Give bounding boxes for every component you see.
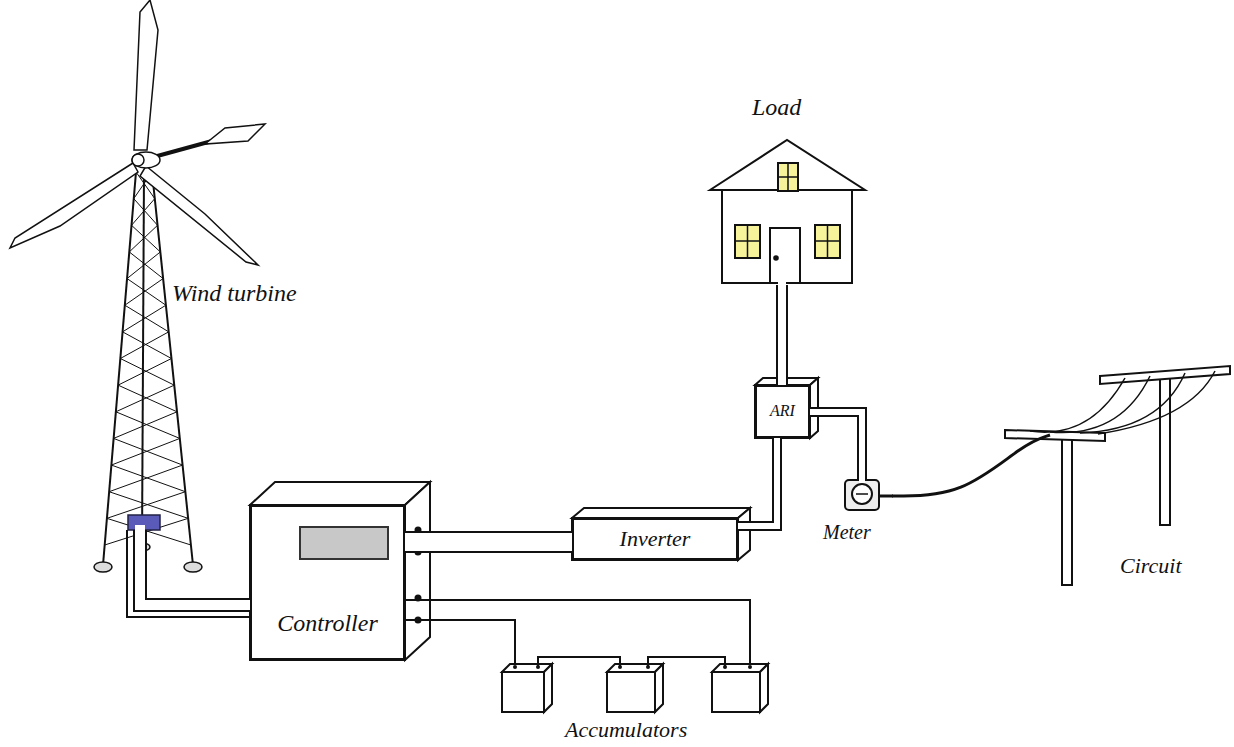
utility-poles [1005,366,1230,585]
ari-housing [755,378,818,438]
wire-gap [738,438,777,526]
tower-lattice [105,172,191,545]
lattice-strut [134,199,158,226]
lattice-strut [127,279,166,306]
lattice-strut [120,359,174,386]
wire-line [140,530,250,605]
lattice-strut [111,438,179,465]
inverter-housing [572,508,750,560]
inverter-box: Inverter [572,518,738,560]
wire-line [776,285,788,385]
wire-gap [405,533,572,551]
node-label: Meter [823,521,871,544]
wire-line [810,412,862,480]
battery-drawing [502,657,768,712]
lattice-strut [118,359,171,386]
wire-line [405,531,572,553]
load-house: Load [705,92,870,285]
wire-connector [810,412,862,480]
wire-gap [140,530,250,605]
lattice-strut [132,225,161,252]
wire-connector [782,285,783,385]
node-label: Wind turbine [172,280,297,308]
lattice-strut [118,385,177,412]
wire-connector [892,435,1050,496]
node-label: Controller [277,610,377,638]
wire-line [738,438,777,526]
lattice-strut [120,332,168,359]
lattice-strut [114,412,177,439]
turbine-wire [126,530,128,617]
lattice-strut [116,412,180,439]
wire-connector [738,438,777,526]
meter-drawing [845,480,893,510]
wire-gap [810,412,862,480]
ari-box: ARI [755,385,810,438]
wire-gap [778,285,786,385]
lattice-strut [116,385,174,412]
controller-housing [250,482,430,660]
battery-wire [405,620,515,664]
wire-connector [405,542,572,543]
lattice-strut [114,438,183,465]
wire-connector [405,600,750,664]
controller-box: Controller [250,505,405,660]
display-screen [300,527,388,559]
accumulator-bank: Accumulators [495,650,790,745]
wire-line [892,435,1050,496]
meter-node: Meter [822,478,892,550]
node-label: Load [752,94,801,122]
turbine-wire [126,616,250,618]
wind-turbine-node: Wind turbine [0,0,320,530]
lattice-strut [129,252,163,279]
lattice-strut [111,465,185,492]
wire-connector [140,530,250,605]
node-label: Accumulators [565,717,687,742]
circuit-poles: Circuit [1000,345,1232,585]
node-label: Circuit [1120,553,1182,578]
lattice-strut [125,305,169,332]
house-drawing [710,140,865,283]
wire-line [405,600,750,664]
node-label: ARI [770,402,795,420]
lattice-strut [109,465,182,492]
node-label: Inverter [620,526,691,551]
lattice-strut [123,332,172,359]
